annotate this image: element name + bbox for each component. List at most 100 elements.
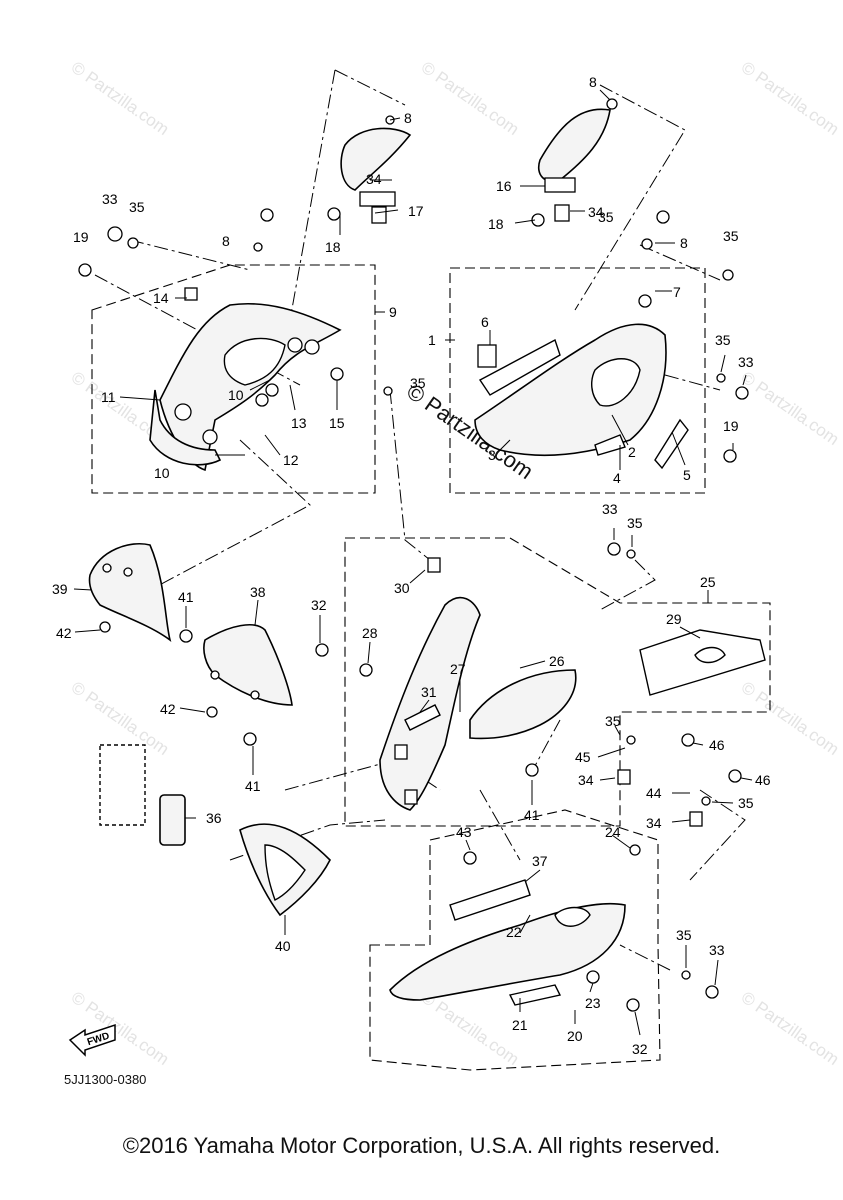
callout: 8 xyxy=(680,235,688,251)
watermark: © Partzilla.com xyxy=(68,988,173,1069)
callout: 33 xyxy=(102,191,118,207)
alignment-lines xyxy=(94,69,746,971)
group-box-20 xyxy=(369,809,661,1071)
side-cowling-assembly xyxy=(474,323,689,470)
callout: 46 xyxy=(709,737,725,753)
callout: 14 xyxy=(153,290,169,306)
panel-29 xyxy=(639,629,766,696)
callout: 8 xyxy=(589,74,597,90)
upper-brackets xyxy=(340,108,611,224)
copyright-notice: ©2016 Yamaha Motor Corporation, U.S.A. A… xyxy=(122,1133,721,1158)
watermark: © Partzilla.com xyxy=(738,58,843,139)
callout: 11 xyxy=(101,389,116,405)
callout: 10 xyxy=(154,465,170,481)
callout: 23 xyxy=(585,995,601,1011)
watermark: © Partzilla.com xyxy=(418,988,523,1069)
callout: 8 xyxy=(222,233,230,249)
lower-assembly-25 xyxy=(469,629,766,740)
group-box-1 xyxy=(449,267,706,494)
callout: 18 xyxy=(488,216,504,232)
front-stay-assembly xyxy=(149,302,342,472)
callout: 32 xyxy=(311,597,327,613)
callout: 16 xyxy=(496,178,512,194)
callout: 20 xyxy=(567,1028,583,1044)
callout: 35 xyxy=(723,228,739,244)
callout: 40 xyxy=(275,938,291,954)
reflector-36 xyxy=(159,794,186,846)
callout: 26 xyxy=(549,653,565,669)
callout: 8 xyxy=(404,110,412,126)
callout: 6 xyxy=(481,314,489,330)
watermark: © Partzilla.com xyxy=(418,58,523,139)
callout: 4 xyxy=(613,470,621,486)
callout-labels: 1 2 3 4 5 6 7 8 8 8 8 9 10 10 11 12 13 1… xyxy=(52,74,771,1057)
callout: 35 xyxy=(605,713,621,729)
callout: 35 xyxy=(676,927,692,943)
callout: 34 xyxy=(588,204,604,220)
callout: 39 xyxy=(52,581,68,597)
callout: 32 xyxy=(632,1041,648,1057)
diagram-code: 5JJ1300-0380 xyxy=(64,1072,146,1087)
callout: 36 xyxy=(206,810,222,826)
panels-36-40 xyxy=(99,744,331,917)
callout: 28 xyxy=(362,625,378,641)
assembly-boxes xyxy=(91,264,771,1071)
callout: 2 xyxy=(628,444,636,460)
callout: 33 xyxy=(738,354,754,370)
callout: 33 xyxy=(709,942,725,958)
callout: 45 xyxy=(575,749,591,765)
panel-38 xyxy=(203,624,293,706)
side-panel-30 xyxy=(379,596,481,811)
callout: 21 xyxy=(512,1017,528,1033)
callout: 35 xyxy=(598,209,614,225)
callout: 41 xyxy=(178,589,194,605)
callout: 31 xyxy=(421,684,437,700)
callout: 19 xyxy=(73,229,89,245)
callout: 35 xyxy=(410,375,426,391)
watermark: © Partzilla.com xyxy=(738,988,843,1069)
callout: 13 xyxy=(291,415,307,431)
leader-lines xyxy=(73,89,753,1036)
callout: 44 xyxy=(646,785,662,801)
callout: 7 xyxy=(673,284,681,300)
callout: 41 xyxy=(524,807,540,823)
callout: 18 xyxy=(325,239,341,255)
under-cowling-20 xyxy=(389,879,626,1006)
callout: 46 xyxy=(755,772,771,788)
callout: 35 xyxy=(627,515,643,531)
callout: 42 xyxy=(160,701,176,717)
air-duct-39 xyxy=(88,543,172,642)
callout: 43 xyxy=(456,824,472,840)
watermark: © Partzilla.com xyxy=(738,678,843,759)
callout: 9 xyxy=(389,304,397,320)
callout: 38 xyxy=(250,584,266,600)
callout: 34 xyxy=(646,815,662,831)
callout: 19 xyxy=(723,418,739,434)
callout: 35 xyxy=(715,332,731,348)
callout: 5 xyxy=(683,467,691,483)
callout: 41 xyxy=(245,778,261,794)
callout: 22 xyxy=(506,924,522,940)
callout: 3 xyxy=(488,447,496,463)
callout: 35 xyxy=(738,795,754,811)
fwd-arrow-icon: FWD xyxy=(68,1023,116,1057)
callout: 1 xyxy=(428,332,436,348)
fasteners xyxy=(78,98,749,1012)
callout: 10 xyxy=(228,387,244,403)
group-box-25 xyxy=(344,537,771,827)
callout: 34 xyxy=(366,171,382,187)
group-box-9 xyxy=(91,264,376,494)
callout: 25 xyxy=(700,574,716,590)
callout: 34 xyxy=(578,772,594,788)
watermark: © Partzilla.com xyxy=(738,368,843,449)
callout: 17 xyxy=(408,203,424,219)
callout: 29 xyxy=(666,611,682,627)
callout: 37 xyxy=(532,853,548,869)
callout: 27 xyxy=(450,661,466,677)
callout: 35 xyxy=(129,199,145,215)
callout: 30 xyxy=(394,580,410,596)
callout: 15 xyxy=(329,415,345,431)
watermark: © Partzilla.com xyxy=(68,58,173,139)
callout: 12 xyxy=(283,452,299,468)
